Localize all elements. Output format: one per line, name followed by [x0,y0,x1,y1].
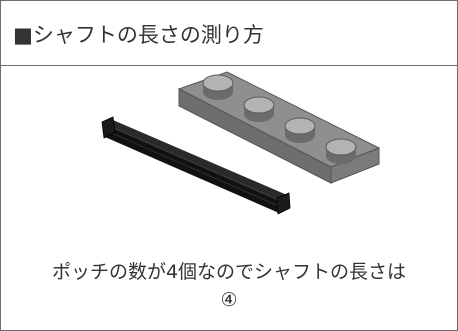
caption-line-1: ポッチの数が4個なのでシャフトの長さは [51,261,407,283]
card-title: ■シャフトの長さの測り方 [13,23,264,47]
axle-image [101,116,291,215]
stud-1 [202,74,234,100]
stud-4 [325,138,357,164]
lego-illustration [101,71,381,215]
caption: ポッチの数が4個なのでシャフトの長さは ④ [1,258,457,314]
caption-line-2: ④ [220,289,238,311]
stud-2 [243,96,275,122]
card-header: ■シャフトの長さの測り方 [1,1,457,66]
plate-brick-image [177,71,381,184]
stud-3 [284,117,316,143]
